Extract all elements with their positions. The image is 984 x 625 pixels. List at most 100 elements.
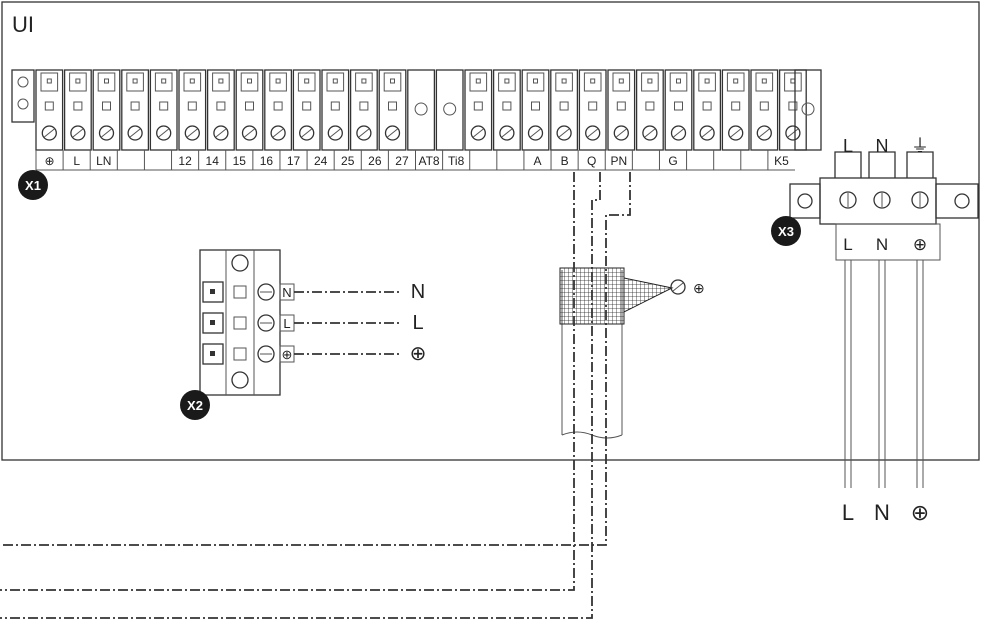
x1-terminal-label: Q <box>587 154 596 168</box>
x1-terminal-clip <box>355 72 373 92</box>
x3-clamp <box>834 151 862 178</box>
x3-screw <box>911 191 929 209</box>
field-wiring <box>0 172 631 619</box>
x1-terminal-pin <box>475 78 481 84</box>
x1-terminal-screw-slot <box>186 128 198 138</box>
x1-terminal-clip <box>641 72 659 92</box>
x2-screw <box>257 283 275 301</box>
shield-ground-screw-slot <box>672 282 684 292</box>
x1-terminal-screw <box>156 125 172 141</box>
x1-terminal-screw-slot <box>730 128 742 138</box>
x1-terminal-screw-slot <box>301 128 313 138</box>
x1-terminal-screw-slot <box>129 128 141 138</box>
x1-terminal <box>35 69 64 151</box>
x1-terminal-label: A <box>533 154 541 168</box>
x1-terminal-clip <box>755 72 774 92</box>
x1-terminal-clip <box>326 72 345 92</box>
x1-terminal <box>149 69 178 151</box>
x1-terminal-label: PN <box>610 154 627 168</box>
x1-terminal-screw-slot <box>501 128 513 138</box>
x1-terminal-screw-slot <box>472 128 484 138</box>
x1-terminal-screw-slot <box>72 128 84 138</box>
x1-badge-label: X1 <box>25 178 41 193</box>
x2-wire-label: L <box>412 312 423 334</box>
x1-terminal-body <box>521 69 550 151</box>
x1-terminal-body <box>206 69 235 151</box>
x1-terminal-screw-slot <box>215 128 227 138</box>
x1-terminal-screw-slot <box>530 128 541 138</box>
x1-terminal-pin <box>161 78 167 84</box>
x1-terminal-screw-slot <box>387 128 398 138</box>
x3-mid-label: ⊕ <box>913 235 927 254</box>
x1-terminal-square <box>159 101 169 111</box>
x2-square <box>233 347 247 361</box>
x1-terminal <box>521 69 550 151</box>
x1-terminal-clip <box>469 72 488 92</box>
x1-terminal-screw-slot <box>787 128 799 138</box>
x1-terminal-pin <box>533 78 538 84</box>
x1-terminal <box>292 69 321 151</box>
x1-terminal-body <box>750 69 779 151</box>
x1-terminal-square <box>759 101 769 111</box>
x1-terminal-body <box>635 69 664 151</box>
shield-ground-lead <box>623 277 674 313</box>
x1-terminal-pin <box>46 78 52 84</box>
x1-terminal-square <box>588 101 598 111</box>
x3-top-label: ⏚ <box>911 136 929 156</box>
x2-wire-label: ⊕ <box>410 343 427 365</box>
x3-wire-label: ⊕ <box>911 500 929 525</box>
x1-terminal-screw-slot <box>758 128 770 138</box>
x1-terminal-body <box>721 69 750 151</box>
x1-terminal-clip <box>269 72 287 92</box>
x1-terminal-screw-slot <box>673 128 684 138</box>
x1-terminal-square <box>102 101 111 111</box>
x3-clamp <box>906 151 934 178</box>
x3-screw <box>873 191 891 209</box>
x1-terminal-pin <box>561 78 567 84</box>
x1-terminal-label: 14 <box>206 154 220 168</box>
x1-terminal-clip <box>97 72 116 92</box>
x1-right-end-block <box>794 69 822 151</box>
x1-terminal <box>206 69 235 151</box>
x1-terminal-screw <box>41 125 57 141</box>
x1-terminal <box>492 69 521 151</box>
x1-terminal <box>235 69 264 151</box>
x1-terminal-square <box>388 101 397 111</box>
x1-left-end-block <box>11 69 35 123</box>
x1-terminal-pin <box>733 78 739 84</box>
x1-terminal-pin <box>676 78 681 84</box>
x1-terminal-body <box>349 69 378 151</box>
x1-terminal-screw <box>127 125 143 141</box>
x1-terminal <box>607 69 636 151</box>
x1-terminal <box>464 69 493 151</box>
x1-terminal-clip <box>40 72 59 92</box>
x1-terminal-pin <box>304 78 310 84</box>
x1-terminal-label: ⊕ <box>45 154 55 168</box>
x1-terminal-screw <box>556 125 572 141</box>
x1-terminal-label: AT8 <box>418 154 439 168</box>
x1-terminal-screw-slot <box>558 128 570 138</box>
x1-terminal-pin <box>132 78 138 84</box>
x1-terminal <box>407 69 436 151</box>
x1-terminal <box>378 69 407 151</box>
x2-screw <box>257 314 275 332</box>
x1-terminal <box>321 69 350 151</box>
x1-terminal-pin <box>390 78 395 84</box>
x3-body <box>819 177 937 225</box>
x2-clip <box>202 312 224 334</box>
x1-terminal-screw <box>699 125 715 141</box>
x1-terminal-body <box>63 69 92 151</box>
x1-terminal-square <box>245 101 254 111</box>
x3-top-label: L <box>843 136 853 156</box>
x1-terminal-body <box>550 69 579 151</box>
x2-terminal-label: L <box>283 316 290 331</box>
x1-terminal-clip <box>212 72 230 92</box>
signal-cable: ⊕ <box>559 267 705 439</box>
x1-end-screw <box>17 98 29 110</box>
x1-terminal-screw <box>728 125 744 141</box>
x1-terminal-body <box>693 69 722 151</box>
x1-terminal-label: 12 <box>178 154 192 168</box>
x1-terminal-label: 15 <box>233 154 247 168</box>
x1-terminal-screw-slot <box>272 128 284 138</box>
